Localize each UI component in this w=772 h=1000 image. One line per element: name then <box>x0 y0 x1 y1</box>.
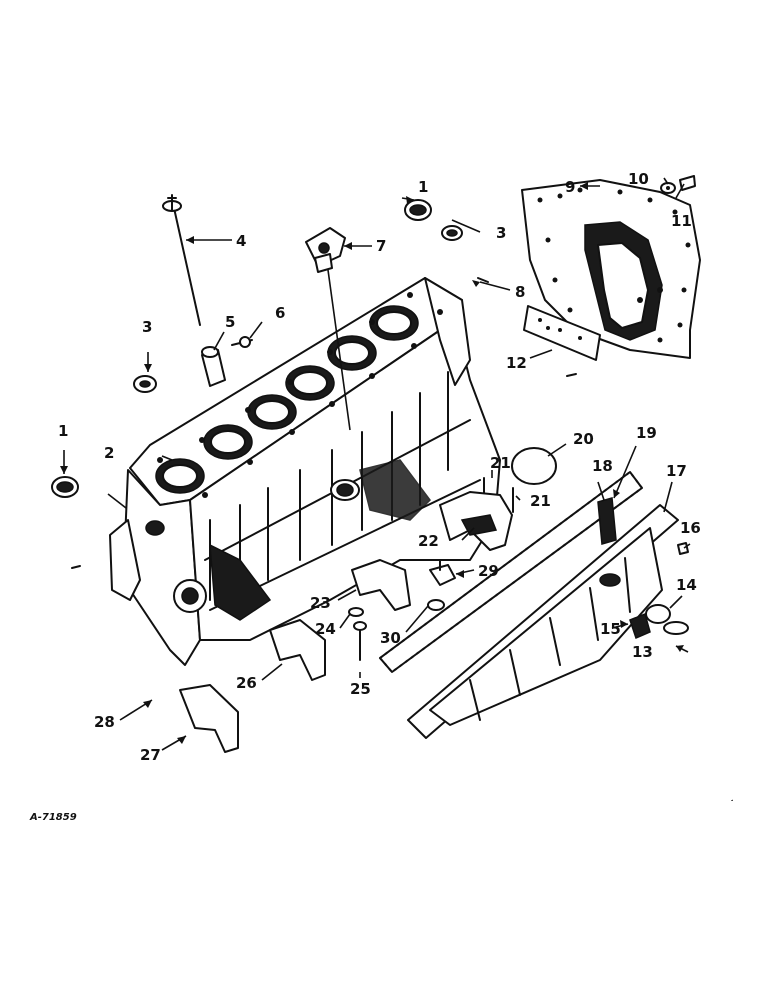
callout-9: 9 <box>565 178 575 196</box>
cylinder-block <box>109 277 501 666</box>
callout-17: 17 <box>666 462 687 480</box>
callout-29: 29 <box>478 562 499 580</box>
dipstick <box>162 194 201 326</box>
callout-14: 14 <box>676 576 697 594</box>
oil-seal-ring <box>511 447 557 485</box>
cup-plug <box>201 346 226 387</box>
plugs <box>51 199 463 498</box>
callout-28: 28 <box>94 713 115 731</box>
leader-arrowheads <box>60 182 684 744</box>
callout-4: 4 <box>236 232 246 250</box>
bearing-caps <box>179 491 513 753</box>
callout-25: 25 <box>350 680 371 698</box>
callout-1-plug: 1 <box>58 422 68 440</box>
callout-11: 11 <box>671 212 692 230</box>
side-plate <box>523 305 601 361</box>
callout-6: 6 <box>275 304 285 322</box>
callout-19: 19 <box>636 424 657 442</box>
callout-18: 18 <box>592 457 613 475</box>
callout-22: 22 <box>418 532 439 550</box>
callout-7: 7 <box>376 237 386 255</box>
callout-3-left: 3 <box>142 318 152 336</box>
figure-code: A-71859 <box>29 812 77 823</box>
callout-2: 2 <box>104 444 114 462</box>
oil-pump <box>427 559 456 611</box>
fitting <box>231 336 253 348</box>
oil-pan-gasket <box>379 471 643 673</box>
callout-23: 23 <box>310 594 331 612</box>
breather-pipe <box>663 620 737 802</box>
callout-27: 27 <box>140 746 161 764</box>
callout-1-top: 1 <box>418 178 428 196</box>
dowel-pins <box>71 277 577 569</box>
callout-21-top: 21 <box>490 454 511 472</box>
callout-24: 24 <box>315 620 336 638</box>
callout-5: 5 <box>225 313 235 331</box>
callout-3-right: 3 <box>496 224 506 242</box>
callout-12: 12 <box>506 354 527 372</box>
callout-10: 10 <box>628 170 649 188</box>
callout-16: 16 <box>680 519 701 537</box>
screens <box>597 497 651 640</box>
callout-8: 8 <box>515 283 525 301</box>
small-gasket <box>645 542 689 624</box>
callout-26: 26 <box>236 674 257 692</box>
callout-21-side: 21 <box>530 492 551 510</box>
callout-30: 30 <box>380 629 401 647</box>
callout-20: 20 <box>573 430 594 448</box>
bolts <box>348 607 367 661</box>
callout-15: 15 <box>600 620 621 638</box>
flywheel-housing-plate <box>521 179 701 359</box>
washer-screw <box>660 175 696 194</box>
water-elbow <box>305 227 346 273</box>
callout-13: 13 <box>632 643 653 661</box>
callout-labels: 1 2 3 4 5 6 7 1 3 8 9 10 11 12 20 19 21 … <box>58 170 701 764</box>
